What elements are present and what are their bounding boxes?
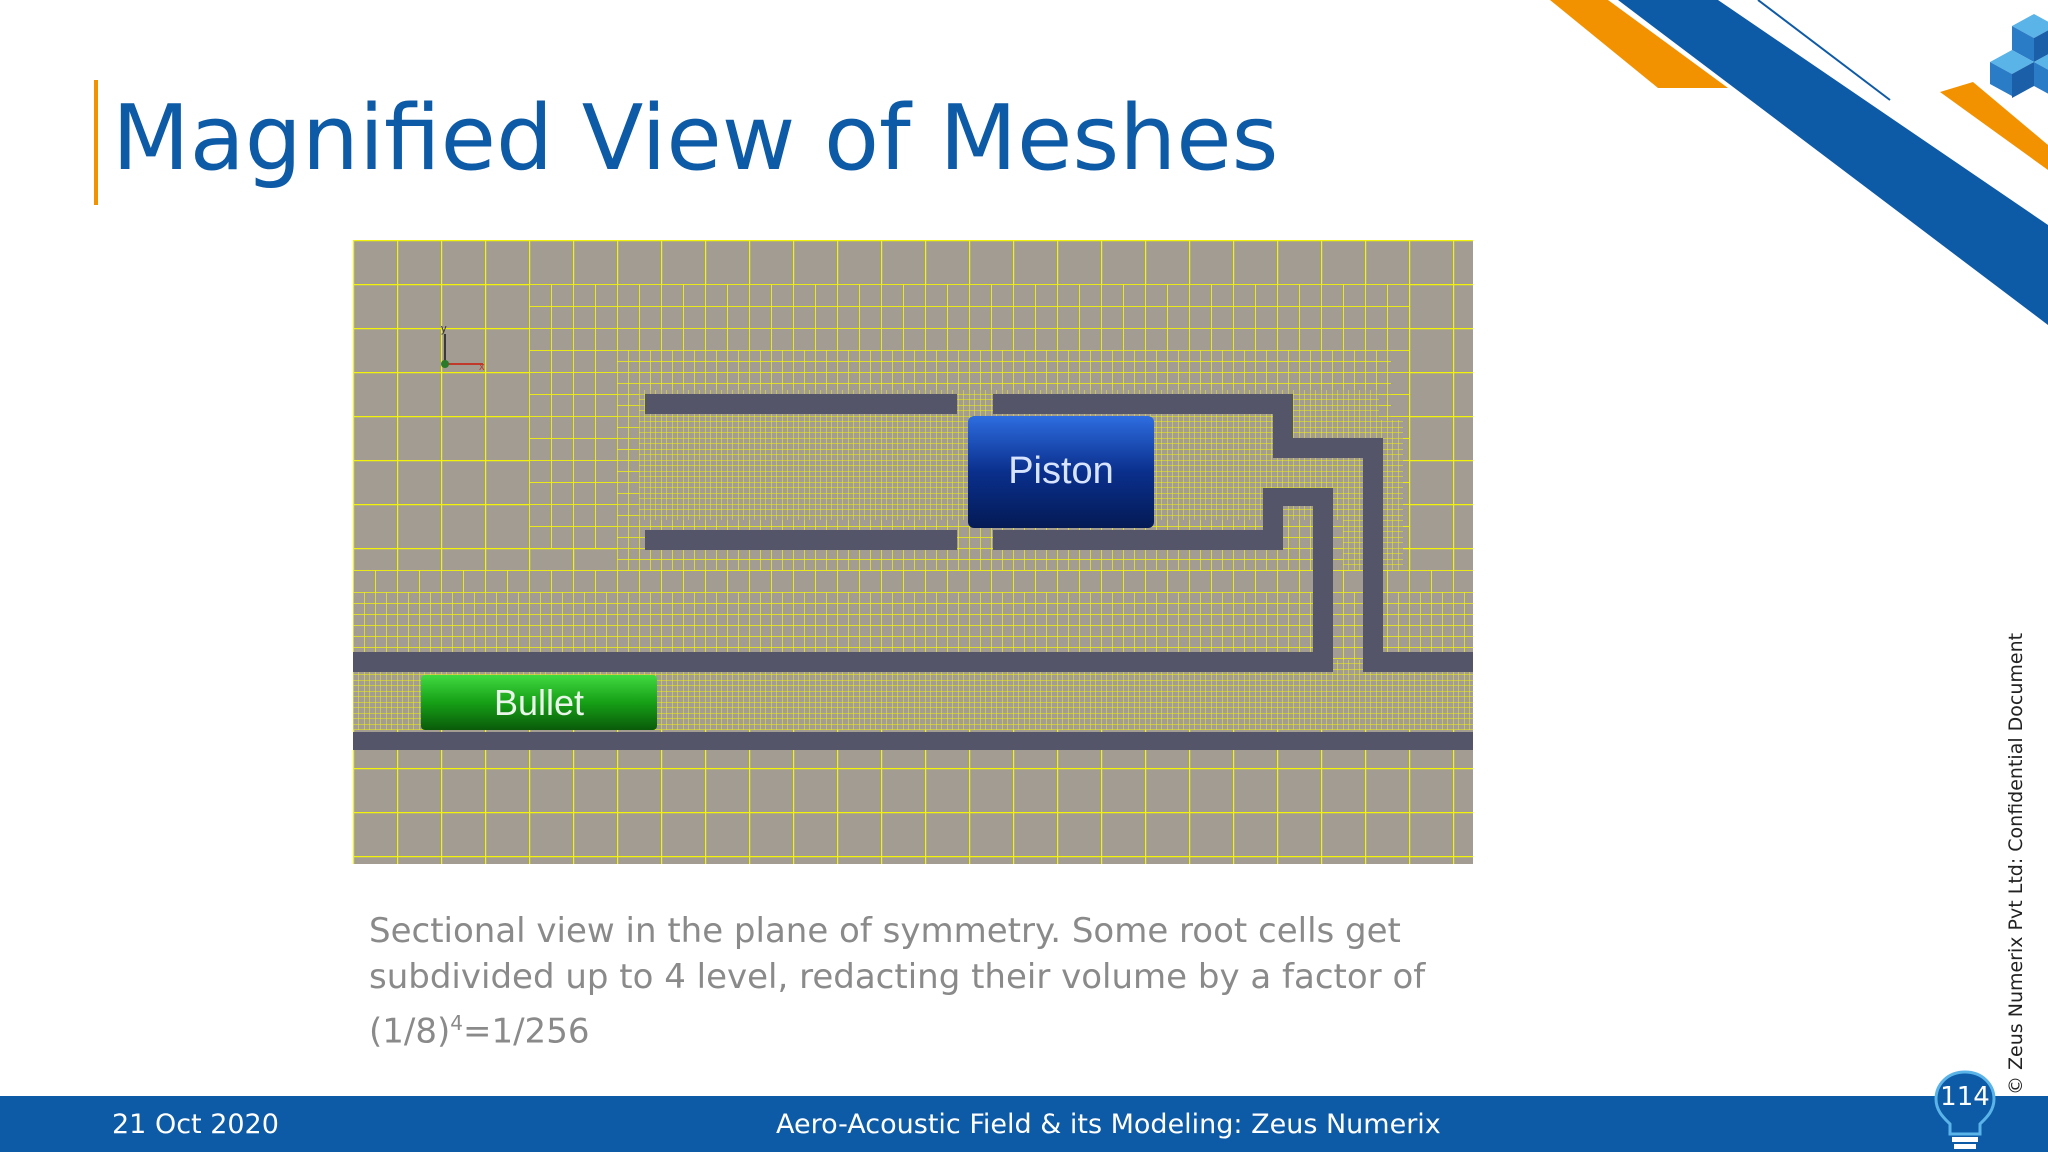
confidential-notice: © Zeus Numerix Pvt Ltd: Confidential Doc… xyxy=(2005,632,2027,1095)
footer-bar xyxy=(0,1096,2048,1152)
caption: Sectional view in the plane of symmetry.… xyxy=(369,908,1449,1054)
cube-logo-icon xyxy=(1990,14,2048,98)
footer-center-text: Aero-Acoustic Field & its Modeling: Zeus… xyxy=(776,1109,1441,1140)
mesh-figure: Piston Bullet y x xyxy=(353,240,1473,864)
page-title: Magnified View of Meshes xyxy=(112,86,1279,191)
lightbulb-icon xyxy=(1934,1070,1996,1149)
axis-triad-icon: y x xyxy=(441,323,485,373)
title-accent-bar xyxy=(94,80,98,205)
bullet-label: Bullet xyxy=(494,682,584,723)
footer-date: 21 Oct 2020 xyxy=(112,1109,279,1140)
piston-label: Piston xyxy=(1008,450,1114,492)
piston-body xyxy=(968,416,1154,528)
caption-exponent: 4 xyxy=(450,1011,463,1035)
caption-line-3-tail: =1/256 xyxy=(462,1011,590,1052)
axis-y-label: y xyxy=(441,323,447,335)
axis-x-label: x xyxy=(479,361,485,373)
caption-line-3-base: (1/8) xyxy=(369,1011,451,1052)
page-number: 114 xyxy=(1940,1082,1990,1112)
caption-line-2: subdivided up to 4 level, redacting thei… xyxy=(369,957,1426,997)
corner-decoration xyxy=(1550,0,2048,325)
caption-line-1: Sectional view in the plane of symmetry.… xyxy=(369,911,1401,951)
bullet-body xyxy=(421,675,657,730)
